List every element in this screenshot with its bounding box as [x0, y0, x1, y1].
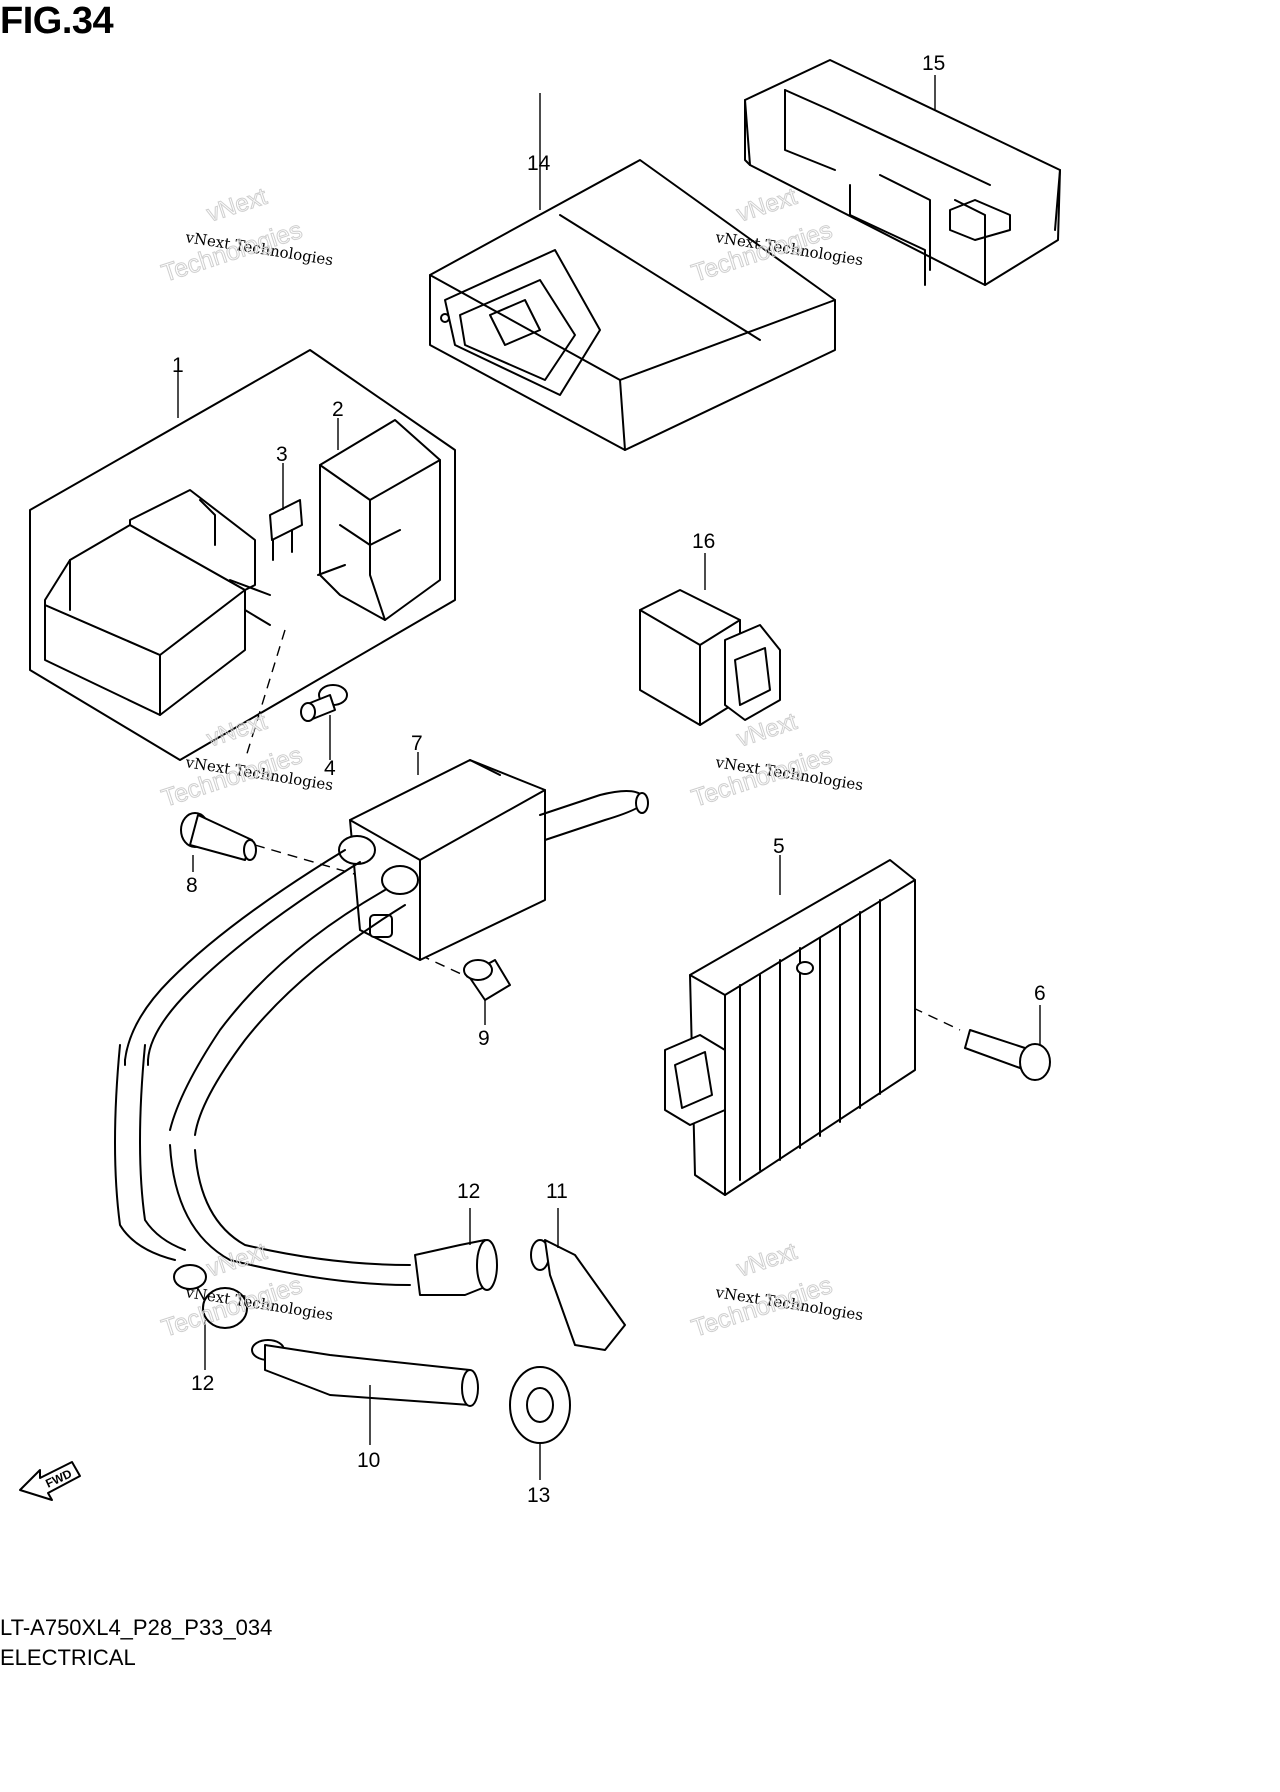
- watermark-5: vNext vNext Technologies Technologies: [158, 1237, 335, 1343]
- watermark-4: vNext vNext Technologies Technologies: [688, 707, 865, 813]
- part-6-screw[interactable]: [964, 1029, 1051, 1081]
- part-9-sleeve[interactable]: [463, 959, 511, 1001]
- callout-15: 15: [922, 52, 945, 75]
- section-name: ELECTRICAL: [0, 1645, 136, 1670]
- svg-text:vNext: vNext: [204, 1238, 271, 1283]
- part-13-grommet[interactable]: [509, 1366, 571, 1444]
- watermark-1: vNext vNext Technologies Technologies: [158, 182, 335, 288]
- callout-1: 1: [172, 354, 184, 377]
- callout-2: 2: [332, 398, 344, 421]
- callout-12-upper: 12: [457, 1180, 480, 1203]
- part-5-regulator[interactable]: [664, 859, 916, 1196]
- part-14-ecm[interactable]: [429, 159, 836, 451]
- part-4-screw[interactable]: [300, 684, 348, 722]
- svg-text:vNext: vNext: [204, 708, 271, 753]
- callout-numbers: 1 2 3 4 5 6 7 8 9 10 11 12 12 13 14 15 1…: [172, 52, 1046, 1507]
- callout-16: 16: [692, 530, 715, 553]
- svg-text:vNext: vNext: [734, 183, 801, 228]
- callout-13: 13: [527, 1484, 550, 1507]
- callout-11: 11: [546, 1180, 568, 1203]
- callout-10: 10: [357, 1449, 380, 1472]
- leader-lines: [177, 75, 1041, 1480]
- callout-6: 6: [1034, 982, 1046, 1005]
- part-15-cover[interactable]: [744, 59, 1061, 286]
- callout-8: 8: [186, 874, 198, 897]
- svg-text:vNext: vNext: [734, 1238, 801, 1283]
- callout-3: 3: [276, 443, 288, 466]
- part-2-relay-cover[interactable]: [317, 419, 441, 621]
- part-7-ignition-coil[interactable]: [338, 759, 649, 961]
- fwd-arrow-icon: FWD: [19, 1461, 81, 1501]
- part-8-bolt[interactable]: [180, 812, 257, 861]
- figure-footer: LT-A750XL4_P28_P33_034 ELECTRICAL: [0, 1613, 272, 1673]
- figure-title: FIG.34: [0, 0, 114, 42]
- callout-12-lower: 12: [191, 1372, 214, 1395]
- part-1-relay-assembly[interactable]: [29, 349, 456, 761]
- callout-9: 9: [478, 1027, 490, 1050]
- part-12-cap-lower[interactable]: [173, 1264, 248, 1329]
- part-11-plug-cap[interactable]: [530, 1239, 626, 1351]
- part-12-cap-upper[interactable]: [414, 1239, 498, 1296]
- watermark-6: vNext vNext Technologies Technologies: [688, 1237, 865, 1343]
- part-16-connector[interactable]: [639, 589, 781, 726]
- callout-7: 7: [411, 732, 423, 755]
- part-3-fuse[interactable]: [269, 499, 303, 561]
- watermark-3: vNext vNext Technologies Technologies: [158, 707, 335, 813]
- callout-14: 14: [527, 152, 551, 175]
- callout-4: 4: [324, 757, 336, 780]
- part-10-plug-cap[interactable]: [251, 1339, 479, 1407]
- high-tension-leads[interactable]: [114, 849, 411, 1286]
- callout-5: 5: [773, 835, 785, 858]
- svg-text:vNext: vNext: [204, 183, 271, 228]
- model-code: LT-A750XL4_P28_P33_034: [0, 1615, 273, 1640]
